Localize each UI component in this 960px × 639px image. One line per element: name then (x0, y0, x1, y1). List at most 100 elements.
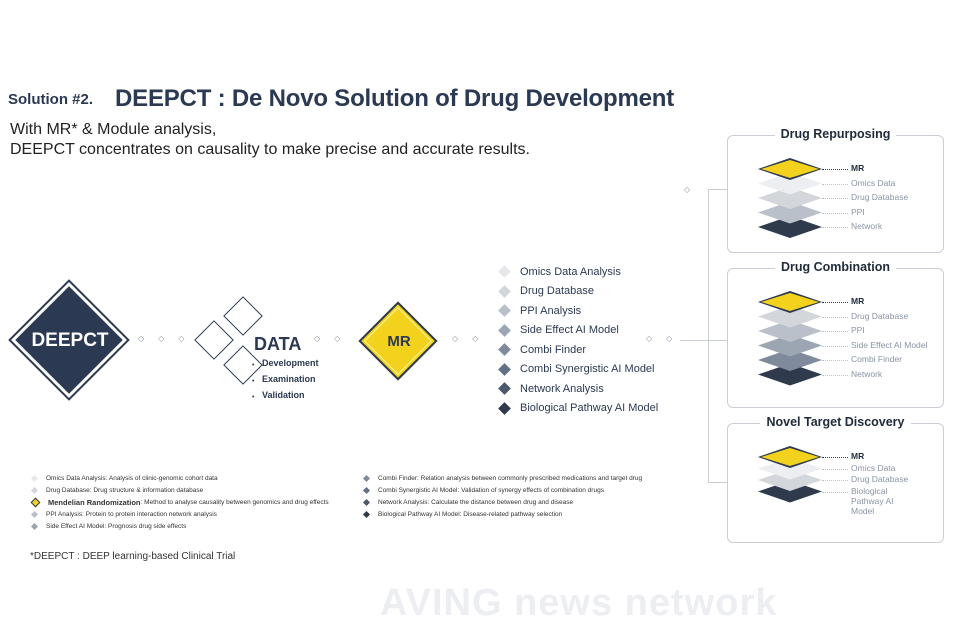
diamond-icon (30, 475, 39, 483)
layer-leader-line (822, 183, 848, 185)
mr-layer-fill (761, 448, 819, 466)
legend-row: Omics Data Analysis : Analysis of clinic… (30, 473, 329, 485)
legend-desc: : Protein to protein interaction network… (82, 510, 217, 518)
layer-leader-line (822, 374, 848, 376)
layer-label: MR (851, 451, 865, 461)
panel-title-text: Drug Repurposing (774, 127, 897, 141)
layer-leader-line (822, 468, 848, 470)
stack-layer (758, 363, 822, 386)
legend-desc: : Relation analysis between commonly pre… (417, 475, 643, 483)
diamond-icon (30, 497, 41, 508)
stack-layer (758, 291, 822, 313)
diamond-icon (362, 510, 371, 518)
layer-label: Combi Finder (851, 354, 903, 364)
layer-label: PPI (851, 206, 865, 217)
footnote: *DEEPCT : DEEP learning-based Clinical T… (30, 551, 236, 562)
layer-leader-line (822, 302, 848, 303)
data-bullet-2: • (252, 378, 255, 385)
data-bullet-1: • (252, 362, 255, 369)
deepct-label: DEEPCT (31, 330, 109, 351)
diamond-icon (498, 343, 511, 357)
module-item: Combi Synergistic AI Model (497, 360, 658, 380)
legend-right: Combi Finder : Relation analysis between… (362, 473, 642, 520)
panel-title-text: Novel Target Discovery (760, 415, 911, 429)
legend-row: Combi Finder : Relation analysis between… (362, 473, 642, 485)
page-title: DEEPCT : De Novo Solution of Drug Develo… (115, 85, 675, 112)
module-item: Network Analysis (497, 379, 658, 399)
branch-line-bottom (708, 482, 727, 483)
module-label: Combi Finder (520, 343, 587, 356)
layer-leader-line (822, 480, 848, 481)
layer-label: Biological Pathway AI Model (851, 485, 894, 516)
diamond-icon (498, 382, 511, 396)
module-label: Biological Pathway AI Model (520, 402, 659, 415)
stack-layer (758, 457, 822, 480)
legend-row: PPI Analysis : Protein to protein intera… (30, 508, 329, 520)
module-item: Combi Finder (497, 340, 658, 360)
connector-3: ◇◇ (452, 334, 493, 343)
layer-label: MR (851, 163, 865, 173)
stack-layer (758, 334, 822, 357)
legend-name: PPI Analysis (46, 510, 83, 518)
legend-name: Drug Database (46, 487, 90, 495)
module-label: Network Analysis (520, 382, 604, 395)
stack-layer (758, 158, 822, 180)
diamond-icon (30, 487, 39, 495)
diamond-icon (498, 265, 511, 279)
data-diamond-top (223, 296, 263, 336)
legend-desc: : Calculate the distance between drug an… (427, 498, 574, 506)
layer-leader-line (822, 345, 848, 347)
stack-layer (758, 349, 822, 371)
legend-row: Network Analysis : Calculate the distanc… (362, 497, 642, 509)
layer-leader-line (822, 457, 848, 458)
data-item-development: Development (262, 358, 319, 368)
panel-drug-combination (727, 268, 944, 408)
legend-row: Mendelian Randomization : Method to anal… (30, 497, 329, 509)
diamond-icon (498, 362, 511, 376)
layer-leader-line (822, 491, 848, 493)
legend-desc: : Analysis of clinic-genomic cohort data (105, 475, 218, 483)
diamond-icon (498, 323, 511, 337)
legend-desc: : Drug structure & information database (89, 487, 204, 495)
branch-line-vertical (708, 189, 709, 482)
layer-label: Network (851, 368, 883, 379)
legend-row: Side Effect AI Model : Prognosis drug si… (30, 520, 329, 532)
module-label: PPI Analysis (520, 304, 582, 317)
layer-leader-line (822, 360, 848, 361)
diamond-icon (30, 522, 39, 530)
legend-name: Biological Pathway AI Model (378, 510, 460, 518)
legend-name: Network Analysis (378, 498, 428, 506)
diamond-icon (362, 487, 371, 495)
panel-title-text: Drug Combination (774, 260, 896, 274)
data-diamond-left (194, 320, 234, 360)
diamond-icon (498, 401, 511, 415)
watermark: AVING news network (380, 582, 778, 624)
module-label: Drug Database (520, 285, 594, 298)
module-item: Drug Database (497, 282, 658, 302)
subtitle-line-2: DEEPCT concentrates on causality to make… (10, 141, 530, 158)
legend-left: Omics Data Analysis : Analysis of clinic… (30, 473, 329, 532)
legend-name: Side Effect AI Model (46, 522, 105, 530)
layer-leader-line (822, 212, 848, 214)
diamond-icon (362, 498, 371, 507)
panel-novel-target-discovery (727, 423, 944, 543)
stack-layer (758, 446, 822, 468)
layer-label: Side Effect AI Model (851, 339, 928, 350)
stack-layer (758, 187, 822, 209)
legend-row: Biological Pathway AI Model : Disease-re… (362, 508, 642, 520)
diamond-icon (498, 304, 511, 318)
branch-line-top (708, 189, 727, 190)
layer-label: Omics Data (851, 177, 896, 188)
legend-row: Combi Synergistic AI Model : Validation … (362, 485, 642, 497)
branch-line-middle (680, 340, 727, 341)
module-item: Side Effect AI Model (497, 321, 658, 341)
stack-layer (758, 480, 822, 503)
data-label: DATA (252, 334, 304, 355)
layer-label: Drug Database (851, 310, 909, 321)
layer-label: Omics Data (851, 462, 896, 473)
mr-layer-fill (761, 293, 819, 311)
title-prefix: Solution #2. (8, 91, 94, 108)
panel-title: Novel Target Discovery (727, 415, 944, 429)
connector-2: ◇◇ (314, 334, 355, 343)
legend-name: Combi Finder (378, 475, 418, 483)
